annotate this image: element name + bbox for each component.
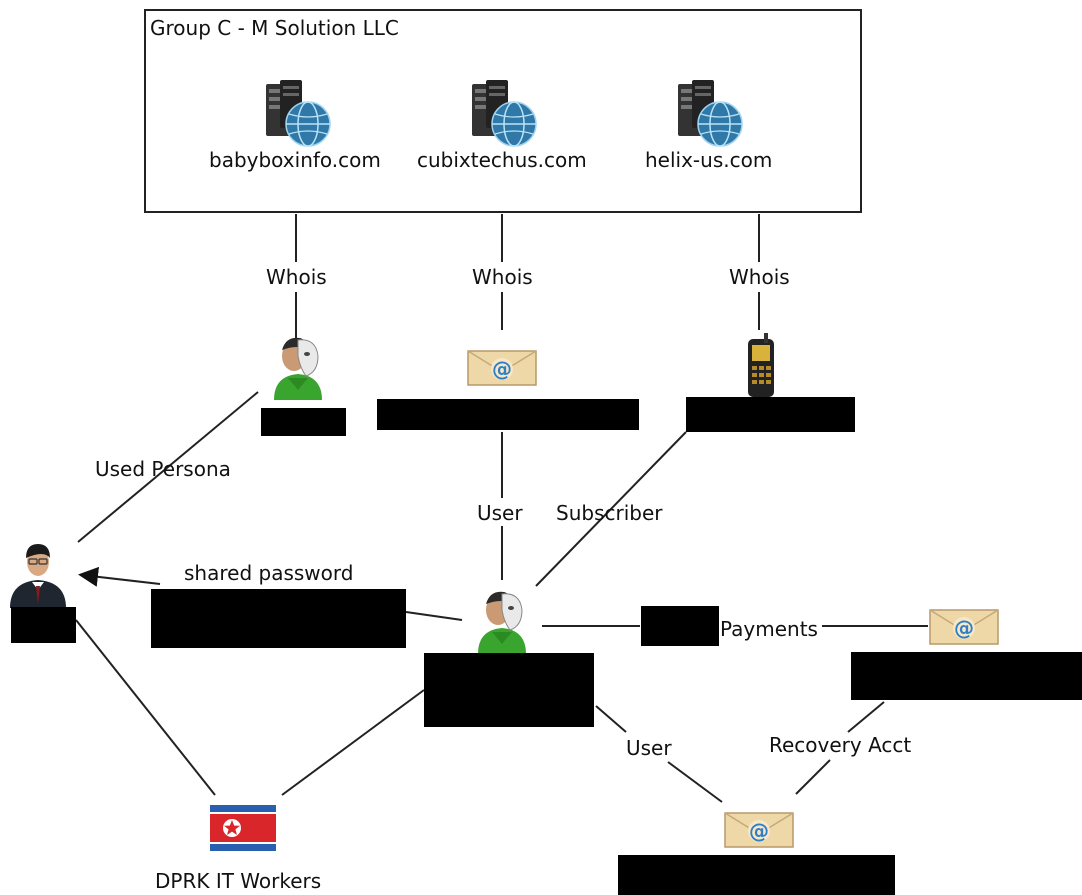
edge-label-payments: Payments xyxy=(720,617,818,641)
edge-subscriber xyxy=(535,431,687,587)
redaction-persona-center xyxy=(424,653,594,727)
masked-person-icon xyxy=(274,337,322,400)
redaction-email-bottom xyxy=(618,855,895,895)
edge-recovery-acct-b xyxy=(795,759,831,795)
edge-user-2 xyxy=(595,705,627,733)
domain-label: cubixtechus.com xyxy=(417,148,587,172)
edge-label-whois: Whois xyxy=(472,265,533,289)
redaction-shared-password xyxy=(151,589,406,648)
svg-text:@: @ xyxy=(954,616,974,640)
redaction-businessman xyxy=(11,607,76,643)
edge-used-persona xyxy=(77,391,259,543)
edge-user-2b xyxy=(667,761,723,803)
edge-label-shared-password: shared password xyxy=(184,561,354,585)
server-globe-icon xyxy=(678,80,743,147)
edge-label-subscriber: Subscriber xyxy=(556,501,663,525)
email-envelope-icon: @ xyxy=(467,350,537,386)
masked-person-icon xyxy=(478,591,526,654)
svg-text:@: @ xyxy=(492,357,512,381)
domain-label: helix-us.com xyxy=(645,148,773,172)
redaction-phone xyxy=(686,397,855,432)
edge-label-whois: Whois xyxy=(266,265,327,289)
redaction-email-top xyxy=(377,399,639,430)
edge-label-whois: Whois xyxy=(729,265,790,289)
mobile-phone-icon xyxy=(748,333,774,397)
redaction-email-right xyxy=(851,652,1082,700)
edge-shared-password-b xyxy=(78,566,161,587)
redaction-persona-top xyxy=(261,408,346,436)
edge-label-user: User xyxy=(626,736,672,760)
edge-center-dprk xyxy=(281,689,425,796)
email-envelope-icon: @ xyxy=(929,609,999,645)
edge-recovery-acct xyxy=(847,701,885,733)
edge-businessman-dprk xyxy=(75,619,216,796)
server-globe-icon xyxy=(266,80,331,147)
edge-label-user: User xyxy=(477,501,523,525)
edge-shared-password xyxy=(405,611,463,621)
north-korea-flag-icon xyxy=(210,805,276,851)
redaction-payments xyxy=(641,606,719,646)
group-title: Group C - M Solution LLC xyxy=(150,16,399,40)
businessman-icon xyxy=(10,544,66,608)
server-globe-icon xyxy=(472,80,537,147)
svg-text:@: @ xyxy=(749,819,769,843)
email-envelope-icon: @ xyxy=(724,812,794,848)
edge-label-recovery-acct: Recovery Acct xyxy=(769,733,912,757)
edge-label-used-persona: Used Persona xyxy=(95,457,231,481)
dprk-label: DPRK IT Workers xyxy=(155,869,322,893)
domain-label: babyboxinfo.com xyxy=(209,148,381,172)
